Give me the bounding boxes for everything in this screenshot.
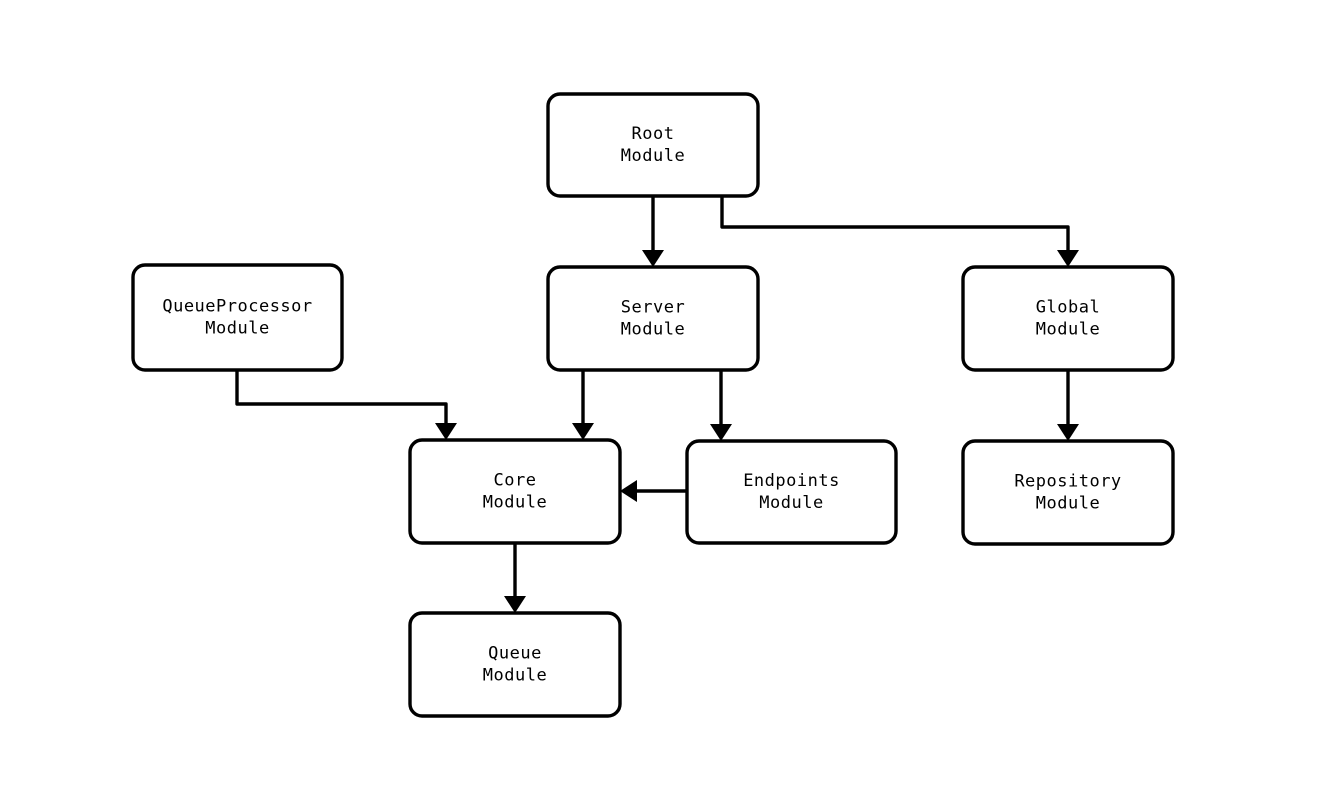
edge-line xyxy=(235,370,448,425)
arrowhead-icon xyxy=(572,423,594,440)
arrowhead-icon xyxy=(435,423,457,440)
edge-server-to-core xyxy=(572,370,594,440)
arrowhead-icon xyxy=(1057,250,1079,267)
edge-root-to-global xyxy=(720,196,1079,267)
node-label-line2: Module xyxy=(621,320,685,340)
node-box[interactable] xyxy=(546,92,760,198)
node-box[interactable] xyxy=(961,265,1175,372)
node-label-line2: Module xyxy=(1036,320,1100,340)
node-box[interactable] xyxy=(685,439,898,545)
node-label-line1: Repository xyxy=(1014,472,1121,492)
node-label-line2: Module xyxy=(759,493,823,513)
arrowhead-icon xyxy=(710,424,732,441)
edge-server-to-endpoints xyxy=(710,370,732,441)
arrowhead-icon xyxy=(1057,424,1079,441)
edges-layer xyxy=(235,196,1079,613)
node-label-line2: Module xyxy=(483,493,547,513)
node-label-line1: QueueProcessor xyxy=(162,297,312,317)
node-label-line1: Server xyxy=(621,298,685,318)
node-box[interactable] xyxy=(408,611,622,718)
edge-root-to-server xyxy=(642,196,664,267)
node-box[interactable] xyxy=(961,439,1175,546)
edge-global-to-repository xyxy=(1057,370,1079,441)
arrowhead-icon xyxy=(620,480,637,502)
arrowhead-icon xyxy=(504,596,526,613)
edge-endpoints-to-core xyxy=(620,480,687,502)
node-box[interactable] xyxy=(408,438,622,545)
node-label-line1: Endpoints xyxy=(743,471,840,491)
node-label-line2: Module xyxy=(205,319,269,339)
node-label-line2: Module xyxy=(483,666,547,686)
node-label-line1: Core xyxy=(494,471,537,491)
node-box[interactable] xyxy=(131,263,344,372)
node-box[interactable] xyxy=(546,265,760,372)
arrowhead-icon xyxy=(642,250,664,267)
node-label-line1: Global xyxy=(1036,298,1100,318)
node-label-line2: Module xyxy=(1036,494,1100,514)
edge-line xyxy=(720,196,1070,252)
nodes-layer: RootModuleQueueProcessorModuleServerModu… xyxy=(131,92,1175,718)
edge-core-to-queue xyxy=(504,543,526,613)
node-label-line1: Queue xyxy=(488,644,542,664)
node-label-line2: Module xyxy=(621,146,685,166)
edge-queueprocessor-to-core xyxy=(235,370,457,440)
node-label-line1: Root xyxy=(632,124,675,144)
